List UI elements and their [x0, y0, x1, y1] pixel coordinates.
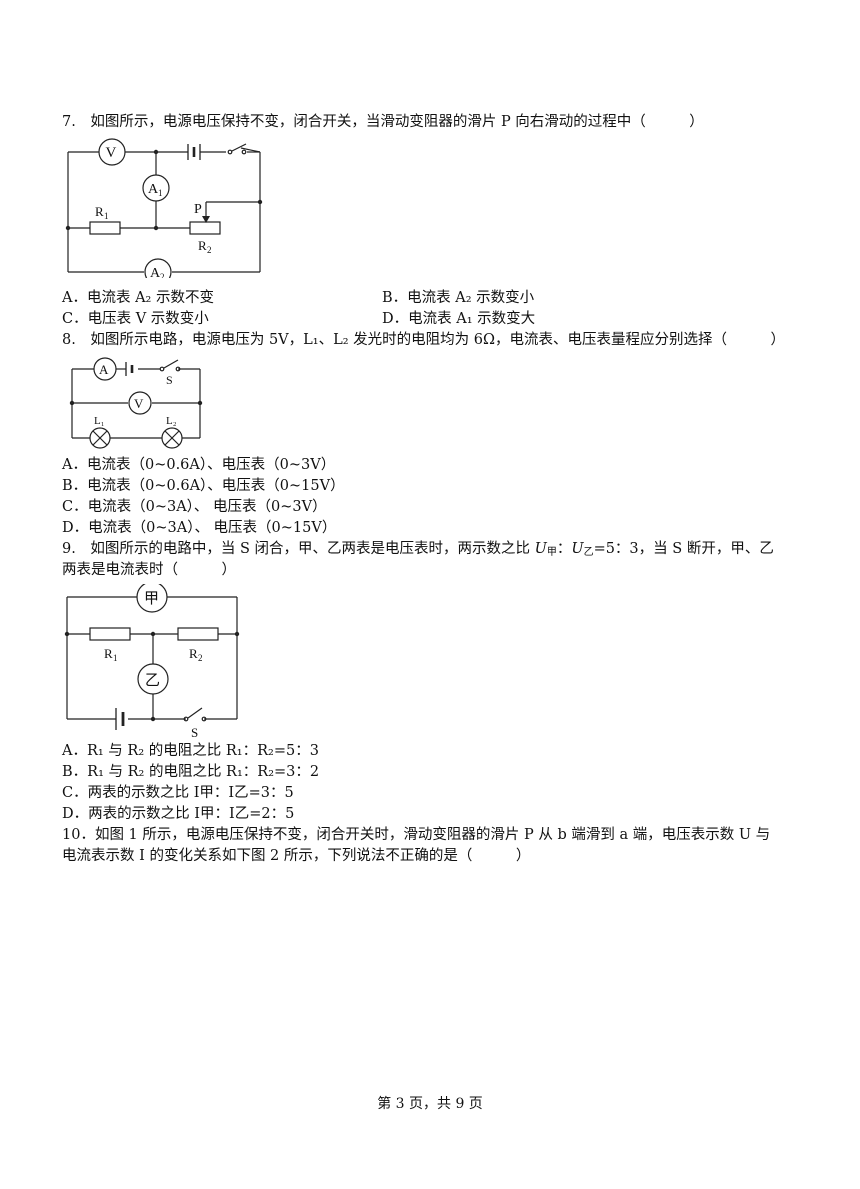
question-7-stem: 7. 如图所示，电源电压保持不变，闭合开关，当滑动变阻器的滑片 P 向右滑动的过…	[62, 114, 704, 130]
question-7-option-a: A．电流表 A₂ 示数不变	[62, 290, 214, 306]
switch-s-label: S	[166, 373, 173, 387]
r1-sub: 1	[113, 653, 118, 663]
question-8-option-b: B．电流表（0~0.6A）、电压表（0~15V）	[62, 478, 345, 494]
question-10-stem-line1: 10．如图 1 所示，电源电压保持不变，闭合开关时，滑动变阻器的滑片 P 从 b…	[62, 827, 771, 843]
page-footer: 第 3 页，共 9 页	[377, 1096, 483, 1112]
question-7-option-d: D．电流表 A₁ 示数变大	[382, 311, 536, 327]
question-7-circuit-diagram: V A 1 A 2 R 1 R 2 P	[62, 136, 272, 286]
r1-label: R	[104, 646, 113, 661]
r2-label: R	[198, 238, 207, 253]
question-8-option-c: C．电流表（0~3A）、 电压表（0~3V）	[62, 499, 327, 515]
question-9-option-a: A．R₁ 与 R₂ 的电阻之比 R₁：R₂=5：3	[62, 743, 319, 759]
lamp-l1-label: L₁	[94, 415, 105, 427]
question-9-circuit-diagram: 甲 乙 R 1 R 2 S	[62, 581, 247, 743]
question-9-option-d: D．两表的示数之比 I甲：I乙=2：5	[62, 806, 295, 822]
meter-yi-label: 乙	[145, 673, 160, 689]
voltmeter-v-label: V	[106, 145, 117, 161]
ammeter-a2-sub: 2	[160, 272, 165, 278]
question-9-stem-line2: 两表是电流表时（ ）	[62, 562, 236, 578]
question-9-option-c: C．两表的示数之比 I甲：I乙=3：5	[62, 785, 294, 801]
lamp-l2-label: L₂	[166, 415, 177, 427]
r1-sub: 1	[104, 211, 109, 221]
question-8-option-d: D．电流表（0~3A）、 电压表（0~15V）	[62, 520, 337, 536]
question-9-stem-line1: 9. 如图所示的电路中，当 S 闭合，甲、乙两表是电压表时，两示数之比 U甲：U…	[62, 541, 774, 558]
r1-label: R	[95, 204, 104, 219]
r2-sub: 2	[198, 653, 203, 663]
ammeter-a1-sub: 1	[158, 188, 163, 198]
question-8-option-a: A．电流表（0~0.6A）、电压表（0~3V）	[62, 457, 336, 473]
slider-p-label: P	[194, 202, 202, 217]
question-9-option-b: B．R₁ 与 R₂ 的电阻之比 R₁：R₂=3：2	[62, 764, 320, 780]
ammeter-a-label: A	[99, 362, 109, 377]
voltmeter-v-label: V	[134, 396, 144, 411]
question-7-option-c: C．电压表 V 示数变小	[62, 311, 209, 327]
question-7-option-b: B．电流表 A₂ 示数变小	[382, 290, 535, 306]
question-10-stem-line2: 电流表示数 I 的变化关系如下图 2 所示，下列说法不正确的是（ ）	[62, 848, 531, 864]
r2-sub: 2	[207, 245, 212, 255]
meter-jia-label: 甲	[144, 591, 159, 607]
ammeter-a1-label: A	[148, 182, 159, 197]
question-8-circuit-diagram: A V S L₁ L₂	[62, 354, 212, 458]
switch-s-label: S	[191, 725, 198, 739]
ammeter-a2-label: A	[150, 266, 161, 278]
question-8-stem: 8. 如图所示电路，电源电压为 5V，L₁、L₂ 发光时的电阻均为 6Ω，电流表…	[62, 332, 785, 348]
r2-label: R	[189, 646, 198, 661]
